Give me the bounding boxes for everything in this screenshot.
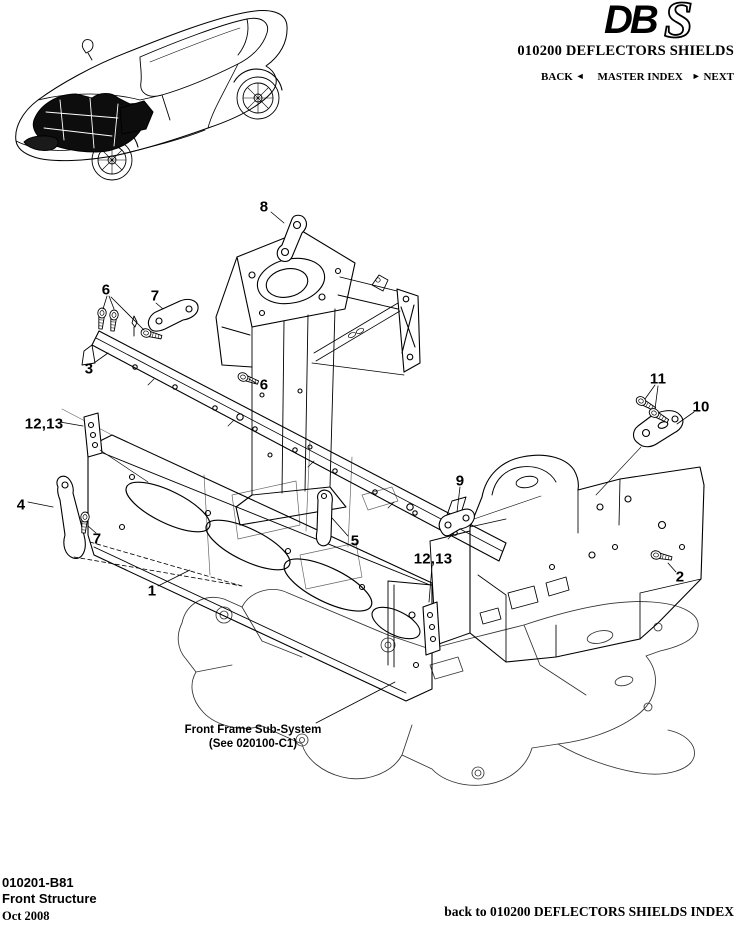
car-glasshouse bbox=[139, 17, 269, 121]
callout-5: 5 bbox=[350, 532, 360, 550]
car-illustration bbox=[15, 10, 288, 181]
subsystem-note-line2: (See 020100-C1) bbox=[208, 738, 298, 750]
page-header: DB S 010200 DEFLECTORS SHIELDS BACK ◄ MAS… bbox=[314, 0, 734, 83]
side-mirror-icon bbox=[81, 39, 94, 61]
callout-7: 7 bbox=[92, 530, 102, 548]
nav-back-link[interactable]: BACK ◄ bbox=[541, 71, 584, 83]
footer-left: 010201-B81 Front Structure Oct 2008 bbox=[2, 875, 97, 924]
front-subframe bbox=[177, 589, 699, 786]
callout-12-13: 12,13 bbox=[413, 550, 453, 568]
nav-next-link[interactable]: ► NEXT bbox=[692, 71, 734, 83]
back-arrow-icon: ◄ bbox=[575, 71, 585, 81]
callout-4: 4 bbox=[16, 496, 26, 514]
bracket-7-top bbox=[147, 298, 199, 332]
logo-s-text: S bbox=[664, 0, 693, 42]
callout-8: 8 bbox=[259, 198, 269, 216]
page-title: 010200 DEFLECTORS SHIELDS bbox=[517, 43, 734, 59]
callout-6: 6 bbox=[259, 376, 269, 394]
exploded-diagram: 8 6 7 3 6 12,13 4 7 1 5 9 12,13 11 10 2 Front Frame Su… bbox=[0, 195, 737, 810]
rear-wheel bbox=[233, 68, 283, 120]
callout-12-13: 12,13 bbox=[24, 415, 64, 433]
callout-6: 6 bbox=[101, 281, 111, 299]
plate-12-13-right bbox=[422, 601, 441, 656]
callout-11: 11 bbox=[649, 370, 667, 388]
plate-12-13-left bbox=[83, 412, 103, 458]
nav-master-index-link[interactable]: MASTER INDEX bbox=[597, 71, 683, 83]
subsystem-note: Front Frame Sub-System (See 020100-C1) bbox=[128, 723, 378, 751]
nav-back-label: BACK bbox=[541, 71, 573, 83]
leader-lines bbox=[27, 211, 695, 724]
callout-10: 10 bbox=[692, 398, 710, 416]
callout-3: 3 bbox=[84, 360, 94, 378]
bolt-6-mid bbox=[236, 370, 261, 387]
back-to-index-link[interactable]: back to 010200 DEFLECTORS SHIELDS INDEX bbox=[444, 904, 734, 919]
next-arrow-icon: ► bbox=[691, 71, 701, 81]
dbs-logo: DB S bbox=[604, 0, 694, 42]
bracket-8 bbox=[276, 214, 307, 263]
bolt-6-b bbox=[107, 309, 120, 332]
callout-7: 7 bbox=[150, 287, 160, 305]
doc-date: Oct 2008 bbox=[2, 909, 50, 923]
bracket-4 bbox=[56, 475, 86, 560]
grille bbox=[23, 135, 59, 151]
nav-bar: BACK ◄ MASTER INDEX ► NEXT bbox=[314, 71, 734, 83]
bracket-5 bbox=[315, 489, 333, 547]
doc-number: 010201-B81 bbox=[2, 875, 74, 890]
bracket-9 bbox=[438, 496, 475, 537]
clip-pin bbox=[131, 315, 138, 337]
nav-next-label: NEXT bbox=[703, 71, 734, 83]
front-frame-panel bbox=[87, 434, 433, 702]
callout-2: 2 bbox=[675, 568, 685, 586]
bracket-10 bbox=[632, 410, 684, 448]
alignment-dashes bbox=[73, 541, 243, 587]
highlighted-front-structure bbox=[32, 93, 154, 153]
crossmember-bar bbox=[81, 330, 507, 562]
bolt-2 bbox=[649, 549, 674, 563]
callout-1: 1 bbox=[147, 582, 157, 600]
subsystem-note-line1: Front Frame Sub-System bbox=[184, 724, 322, 736]
inner-panels bbox=[61, 408, 399, 590]
bolt-6-a bbox=[95, 307, 108, 330]
doc-title: Front Structure bbox=[2, 891, 97, 906]
callout-9: 9 bbox=[455, 472, 465, 490]
logo-db-text: DB bbox=[604, 0, 658, 42]
